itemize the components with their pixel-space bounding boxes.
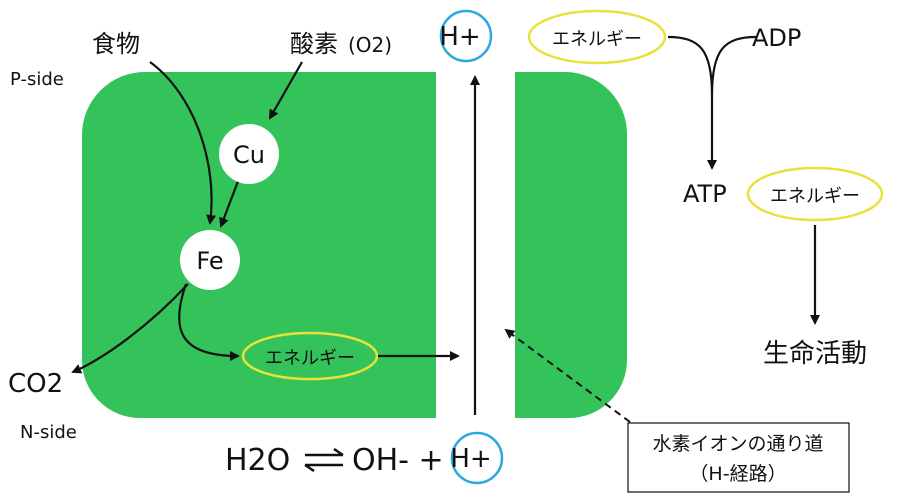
co2-label: CO2 [8, 369, 63, 399]
channel-note-pointer [504, 328, 631, 423]
equation-oh-minus: OH- + [352, 443, 444, 478]
fe-node [180, 230, 240, 290]
h-plus-node-top [439, 9, 493, 63]
p-side-label: P-side [10, 69, 64, 90]
food-label: 食物 [92, 30, 140, 58]
h-plus-label-bottom: H+ [450, 444, 491, 474]
h-plus-label-top: H+ [439, 22, 480, 52]
adp-label: ADP [752, 24, 801, 52]
n-side-label: N-side [20, 422, 77, 443]
energy-adp-to-atp-arrow [667, 35, 757, 168]
food-to-fe-arrow [149, 61, 217, 225]
membrane-left-block [82, 72, 436, 418]
oxygen-to-cu-arrow [269, 61, 303, 120]
energy-label-top: エネルギー [552, 29, 642, 50]
channel-note-line1: 水素イオンの通り道 [652, 433, 823, 455]
oxygen-formula-label: (O2) [348, 33, 392, 57]
fe-to-energy-arrow [178, 283, 240, 361]
energy-label-membrane: エネルギー [265, 348, 355, 369]
h-plus-node-bottom [450, 431, 504, 485]
equation-h2o: H2O [225, 443, 290, 478]
energy-ellipse-top [527, 9, 667, 65]
cu-to-fe-arrow [219, 175, 242, 228]
membrane-right-block [515, 72, 627, 418]
life-activity-label: 生命活動 [763, 339, 867, 369]
energy-ellipse-atp [746, 166, 884, 222]
equilibrium-arrows [304, 447, 344, 473]
atp-label: ATP [683, 180, 727, 208]
energy-label-atp: エネルギー [770, 186, 860, 207]
cu-node [219, 124, 279, 184]
oxygen-label: 酸素 [290, 30, 338, 58]
channel-note-box [627, 422, 850, 493]
fe-label: Fe [196, 247, 223, 275]
fe-to-co2-arrow [71, 283, 189, 374]
energy-ellipse-membrane [241, 331, 379, 381]
channel-note-line2: （H-経路） [689, 463, 786, 485]
cu-label: Cu [233, 141, 265, 169]
